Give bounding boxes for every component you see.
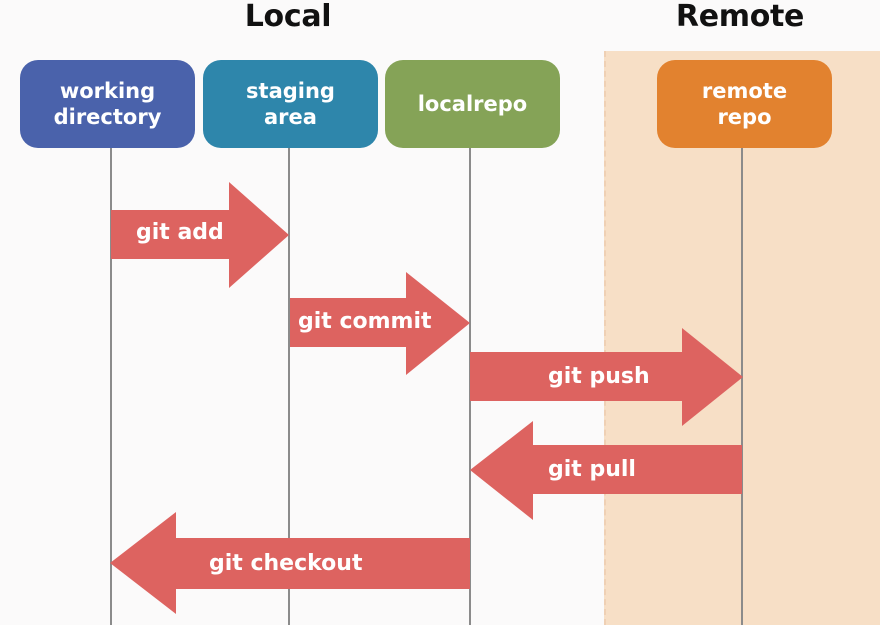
git-commit-arrow-shape [290, 272, 470, 375]
node-remote-repo-label: remote repo [701, 79, 788, 129]
lifeline-working-directory [110, 120, 112, 625]
git-add-arrow-shape [111, 182, 289, 288]
node-staging-area-label: staging area [246, 79, 335, 129]
node-localrepo-label: localrepo [417, 92, 528, 116]
node-working-directory-label: working directory [53, 79, 162, 129]
git-checkout-arrow-shape [110, 512, 470, 614]
section-title-local: Local [244, 0, 332, 34]
lifeline-remote-repo [741, 120, 743, 625]
node-working-directory[interactable]: working directory [20, 60, 195, 148]
node-staging-area[interactable]: staging area [203, 60, 378, 148]
node-localrepo[interactable]: localrepo [385, 60, 560, 148]
lifeline-staging-area [288, 120, 290, 625]
git-push-arrow-shape [470, 328, 743, 426]
git-pull-arrow-shape [470, 421, 742, 520]
node-remote-repo[interactable]: remote repo [657, 60, 832, 148]
section-title-remote: Remote [675, 0, 805, 34]
